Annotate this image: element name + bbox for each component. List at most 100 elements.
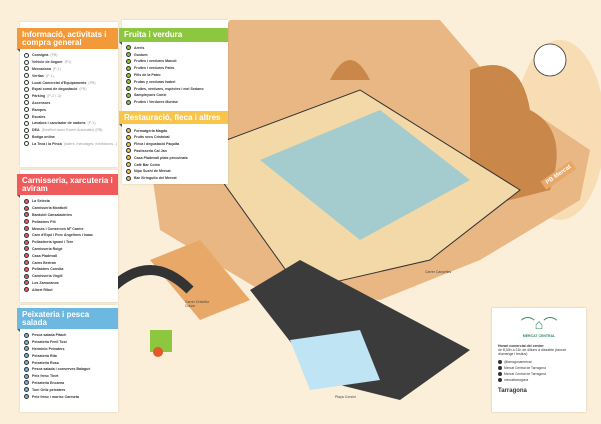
item-label: Cafè Bar Colón [134,162,160,167]
item-label: Frutas y verduras Isabel [134,79,176,84]
list-item: Cafè Bar Colón [126,161,224,168]
list-item: Peixateria Rosa [24,359,114,366]
stall-number-icon [24,273,29,279]
item-label: Pàrking [32,94,46,99]
item-label: Fruites i Verdures Montse [134,100,178,105]
list-item: DEA(Desfibril·lador Extern Automàtic) (P… [24,127,114,134]
list-item: Peix fresc Tinet [24,373,114,380]
stall-number-icon [24,134,29,140]
item-extra: (P1) [64,60,72,65]
list-item: Lavabos i canviador de nadons(P-1) [24,120,114,127]
stall-number-icon [24,239,29,245]
item-label: Bardolet Cansaladeries [32,212,72,217]
item-label: Pesca salada Pitach [32,333,67,338]
item-label: Carns Bertran [32,260,56,265]
list-item: Pollastres Pili [24,218,114,225]
social-icon [498,360,502,364]
mercat-logo-icon: ⌒⌂⌒ [520,316,558,332]
stall-number-icon [126,128,131,134]
panel-title: Informació, activitats i compra general [17,28,118,52]
item-label: Bar Xiringuito del Mercat [134,176,177,181]
stall-number-icon [24,253,29,259]
item-label: Menuts i Conserves Mª Carme [32,226,84,231]
list-item: Carns Bertran [24,259,114,266]
social-link[interactable]: mercattarragona [498,378,580,382]
item-extra: (PB) [50,53,58,58]
social-icon [498,378,502,382]
item-label: Vehicle de lloguer [32,60,63,65]
list-item: Fruites i verdures Manoli [126,58,224,65]
stall-number-icon [24,93,29,99]
list-item: Fruites i verdures Patro [126,65,224,72]
list-item: Carnisseria Virgili [24,273,114,280]
item-label: Nipo Sushi de Mercat [134,169,171,174]
item-label: Rampes [32,107,46,112]
stall-number-icon [24,226,29,232]
item-label: Sampinyons Conxi [134,93,167,98]
social-link[interactable]: @tarragonamercat [498,360,580,364]
stall-number-icon [126,58,131,64]
list-item: Hermínio Peixaters [24,346,114,353]
list-item: Vehicle de lloguer(P1) [24,59,114,66]
item-label: Carn d'Equí i Porc Angelines i Isaac [32,233,94,238]
meat-panel: Carnisseria, xarcuteria i aviram La Sele… [17,170,118,302]
item-label: Peix fresc Tinet [32,374,59,379]
list-item: Fruites i Verdures Montse [126,99,224,106]
list-item: Carnisseria Montbell [24,205,114,212]
hours-title: Horari comercial del centre: [498,344,545,348]
list-item: Peixateria Fenll Tost [24,339,114,346]
item-extra: (P-1) [52,66,61,71]
stall-number-icon [126,52,131,58]
stall-number-icon [24,266,29,272]
stall-number-icon [24,360,29,366]
stall-number-icon [24,205,29,211]
social-icon [498,372,502,376]
list-item: Sampinyons Conxi [126,92,224,99]
list-item: La Teca i la Pinca(tallers, mercatges, e… [24,140,117,147]
item-label: Mercadona [32,66,51,71]
list-item: Peix fresc i marisc Carmeta [24,393,114,400]
list-item: Botiga online [24,134,114,141]
item-label: Peixateria Fenll Tost [32,340,67,345]
list-item: Espai comú de degustació(PB) [24,86,114,93]
list-item: Pastisseria Cal Jan [126,148,224,155]
stall-number-icon [24,280,29,286]
item-label: Lavabos i canviador de nadons [32,121,86,126]
stall-number-icon [24,52,29,58]
list-item: Pollastres Consita [24,266,114,273]
stall-number-icon [126,148,131,154]
item-extra: (PB) [88,80,96,85]
info-panel: Informació, activitats i compra general … [17,22,118,167]
stall-number-icon [126,72,131,78]
social-label: @tarragonamercat [504,360,532,364]
stall-number-icon [126,79,131,85]
item-label: Casa Pladevall [32,253,58,258]
social-link[interactable]: Mercat Central de Tarragona [498,372,580,376]
street-label: Carrer Cristòfor Colom [185,300,210,308]
list-item: Albert Ribot [24,286,114,293]
item-extra: (tallers, mercatges, exhibicions...) [63,141,118,146]
item-label: Pollastres Pili [32,219,56,224]
social-link[interactable]: Mercat Central de Tarragona [498,366,580,370]
list-item: Gustum [126,51,224,58]
list-item: Mercadona(P-1) [24,66,114,73]
item-label: Gustum [134,52,148,57]
stall-number-icon [126,45,131,51]
item-label: Fruites, verdures, espècies i mel Sedano [134,86,204,91]
list-item: Casa Pladevall [24,252,114,259]
stall-number-icon [24,346,29,352]
item-label: Pollastres Consita [32,267,64,272]
stall-number-icon [24,332,29,338]
mercat-central-bubble [533,43,567,77]
item-label: DEA [32,128,40,133]
stall-number-icon [24,127,29,133]
list-item: Formatgeria Magda [126,127,224,134]
item-label: Carnisseria Roigé [32,246,63,251]
item-extra: (P-1) [87,121,96,126]
hours-text: de 8,30h a 21h de dilluns a dissabte (ta… [498,348,566,356]
list-item: Pàrking(P-2 i -3) [24,93,114,100]
list-item: Bar Xiringuito del Mercat [126,175,224,182]
item-label: Pesca salada i conserves Balagué [32,367,91,372]
stall-number-icon [24,198,29,204]
stall-number-icon [24,107,29,113]
